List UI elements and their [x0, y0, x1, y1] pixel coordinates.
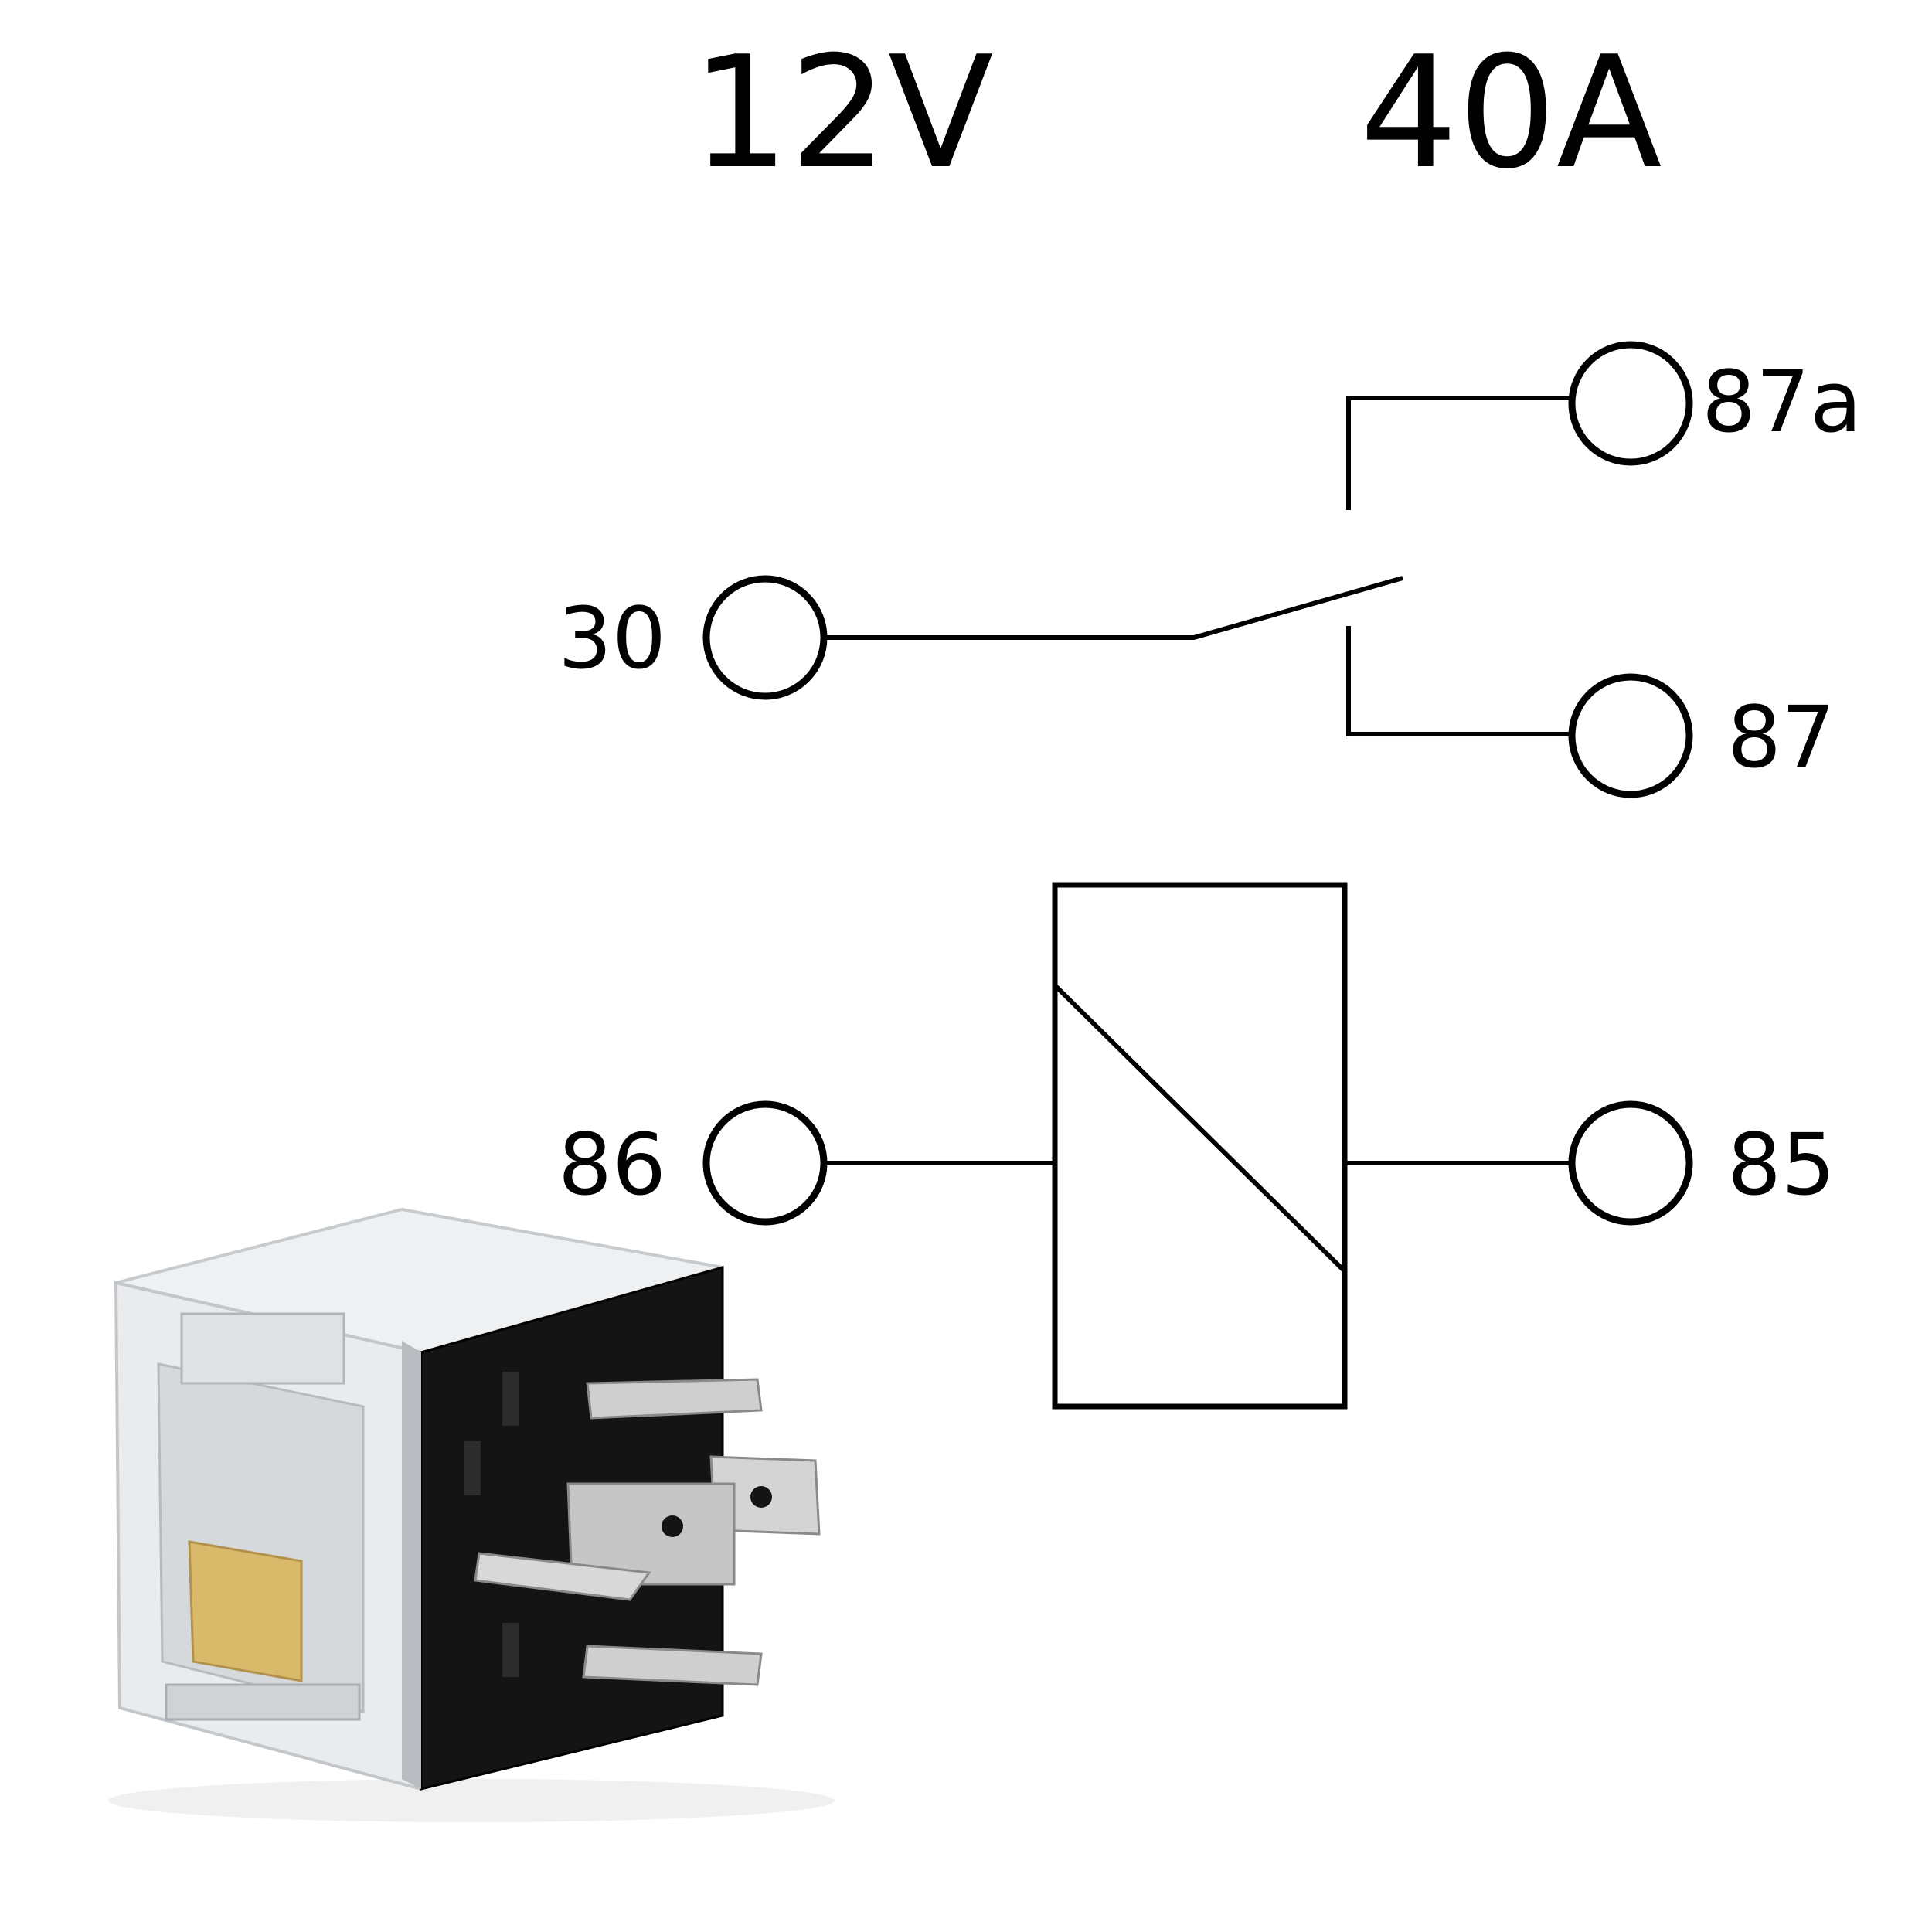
base-mark — [502, 1623, 519, 1677]
voltage-rating: 12V — [691, 23, 993, 203]
relay-photo — [108, 1207, 835, 1822]
label-87a: 87a — [1702, 352, 1862, 451]
switch-arm — [823, 576, 1403, 640]
terminal-86 — [702, 1100, 828, 1226]
terminal-30 — [702, 575, 828, 700]
terminal-87 — [1568, 673, 1693, 798]
relay-brass-contact — [188, 1540, 303, 1682]
relay-shadow — [108, 1779, 835, 1822]
wire-87a — [1346, 396, 1571, 510]
wire-87 — [1346, 626, 1571, 736]
label-87: 87 — [1727, 688, 1835, 787]
relay-pin-hole — [750, 1486, 772, 1508]
label-86: 86 — [558, 1115, 666, 1214]
label-85: 85 — [1727, 1115, 1835, 1214]
relay-bracket — [180, 1312, 345, 1385]
coil-symbol — [1052, 882, 1348, 1410]
current-rating: 40A — [1359, 23, 1662, 203]
terminal-87a — [1568, 341, 1693, 466]
coil-diagonal — [1053, 983, 1347, 1274]
relay-pin-hole — [662, 1515, 683, 1537]
relay-armature — [165, 1683, 361, 1721]
relay-pin-bottom — [582, 1645, 763, 1686]
coil-box — [1052, 882, 1348, 1410]
switch-wiring — [823, 396, 1571, 736]
relay-housing-front-edge — [402, 1341, 421, 1789]
base-mark — [464, 1441, 481, 1495]
terminal-85 — [1568, 1100, 1693, 1226]
relay-pin-top — [586, 1378, 763, 1420]
relay-pin-horizontal — [474, 1552, 651, 1601]
base-mark — [502, 1372, 519, 1426]
relay-pin-middle — [566, 1482, 736, 1586]
label-30: 30 — [558, 589, 666, 688]
